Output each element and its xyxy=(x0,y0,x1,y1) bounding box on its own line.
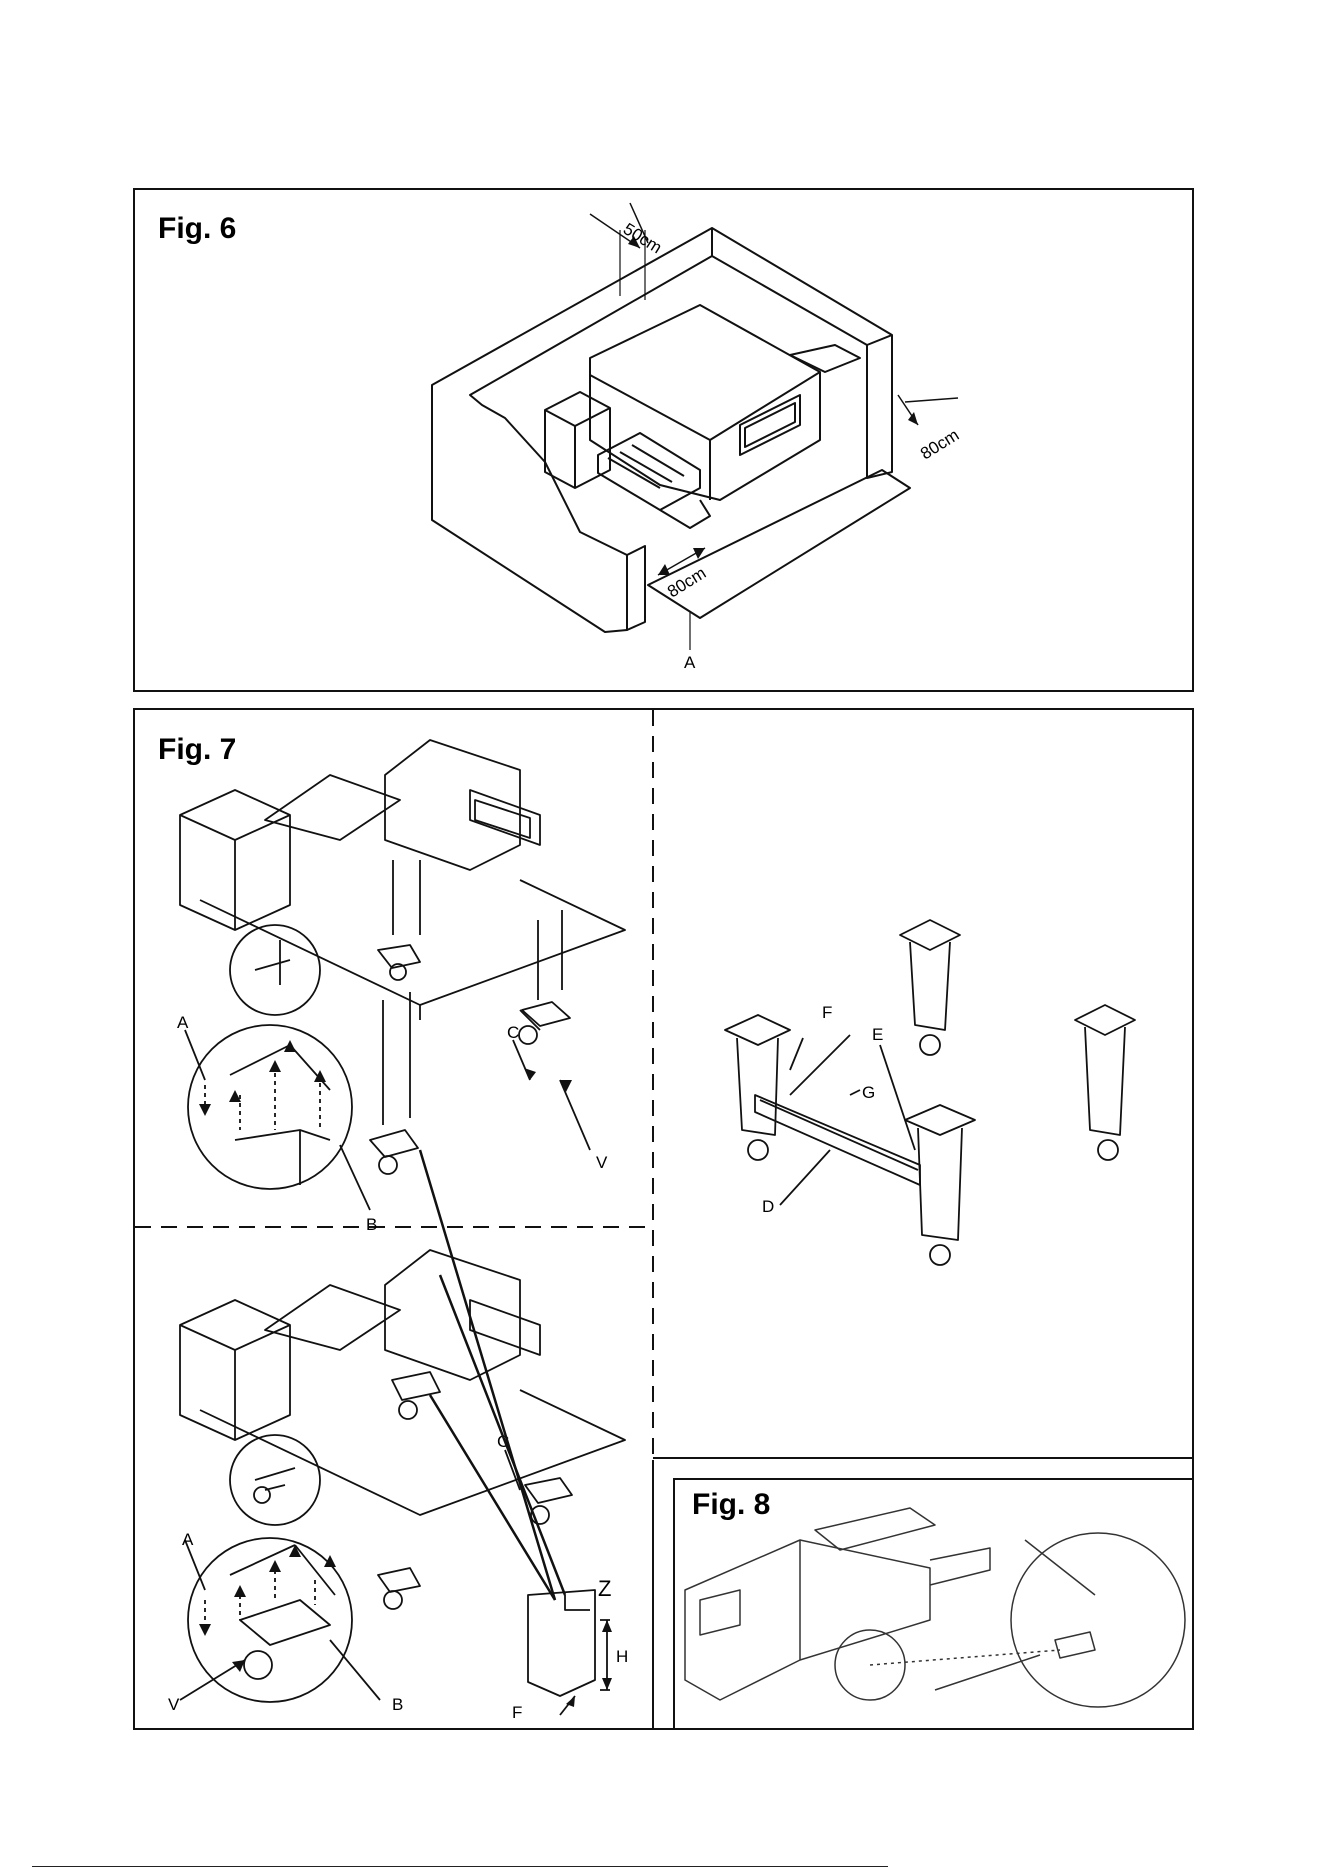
page-footer-rule xyxy=(32,1866,888,1867)
fig6-frame xyxy=(133,188,1194,692)
fig7-title: Fig. 7 xyxy=(158,733,236,767)
fig8-title: Fig. 8 xyxy=(692,1488,770,1522)
fig6-title: Fig. 6 xyxy=(158,212,236,246)
